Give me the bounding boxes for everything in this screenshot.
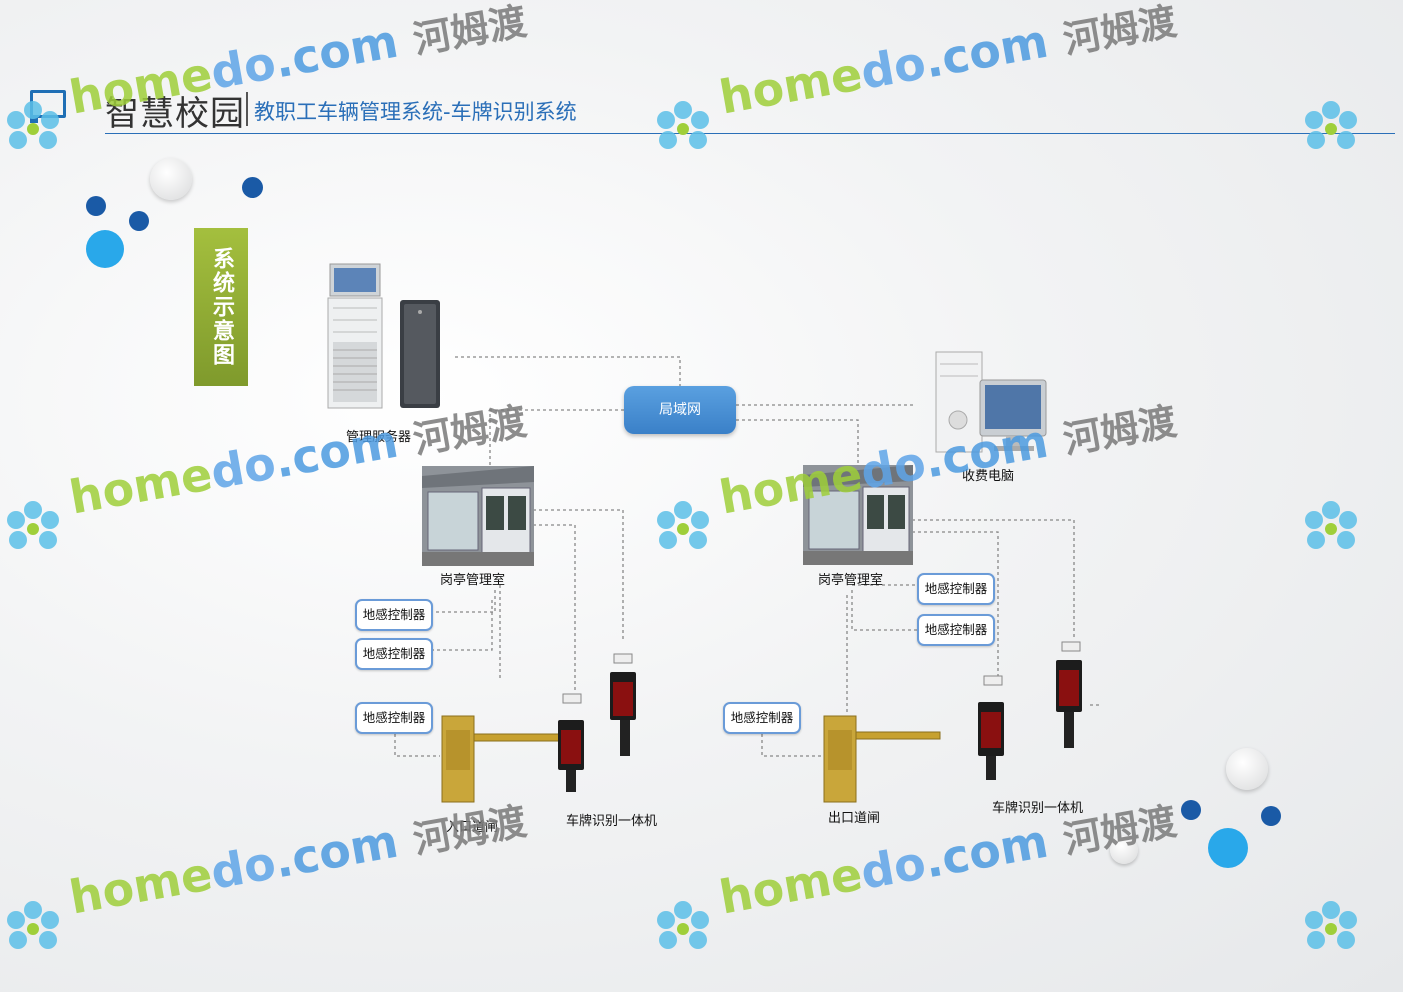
lan-node: 局域网 xyxy=(624,386,736,434)
booth-right-label: 岗亭管理室 xyxy=(818,573,884,588)
watermark-flower-icon xyxy=(7,901,59,949)
watermark-flower-icon xyxy=(7,101,59,149)
booth-right-icon xyxy=(803,465,913,565)
deco-dot xyxy=(1181,800,1201,820)
watermark-flower-icon xyxy=(657,501,709,549)
deco-dot xyxy=(1110,836,1138,864)
watermark-flower-icon xyxy=(1305,501,1357,549)
server-label: 管理服务器 xyxy=(346,430,412,445)
title-divider xyxy=(246,92,248,126)
exit-gate-icon xyxy=(823,715,941,803)
lpr-right-label: 车牌识别一体机 xyxy=(992,801,1084,816)
watermark-flower-icon xyxy=(657,901,709,949)
deco-dot xyxy=(1226,748,1268,790)
sensor-controller: 地感控制器 xyxy=(723,702,801,734)
page-subtitle: 教职工车辆管理系统-车牌识别系统 xyxy=(254,100,577,124)
deco-dot xyxy=(86,230,124,268)
billing-pc-label: 收费电脑 xyxy=(962,469,1015,484)
deco-dot xyxy=(86,196,106,216)
booth-left-icon xyxy=(422,466,534,566)
watermark-flower-icon xyxy=(7,501,59,549)
lpr-unit-right-icon xyxy=(978,641,1082,780)
watermark-flower-icon xyxy=(657,101,709,149)
deco-dot xyxy=(1261,806,1281,826)
lpr-unit-left-icon xyxy=(558,653,636,792)
sensor-controller: 地感控制器 xyxy=(355,702,433,734)
booth-left-label: 岗亭管理室 xyxy=(440,573,506,588)
side-section-label: 系统示意图 xyxy=(194,228,248,386)
deco-dot xyxy=(129,211,149,231)
page-title: 智慧校园 xyxy=(105,94,245,134)
billing-pc-icon xyxy=(935,351,1047,453)
exit-gate-label: 出口道闸 xyxy=(828,811,881,826)
server-icon xyxy=(327,263,440,409)
sensor-controller: 地感控制器 xyxy=(917,614,995,646)
watermark-flower-icon xyxy=(1305,901,1357,949)
entrance-gate-label: 入口道闸 xyxy=(446,820,499,835)
deco-dot xyxy=(1208,828,1248,868)
entrance-gate-icon xyxy=(441,715,563,803)
sensor-controller: 地感控制器 xyxy=(917,573,995,605)
header-rule xyxy=(105,133,1395,134)
sensor-controller: 地感控制器 xyxy=(355,638,433,670)
watermark-flower-icon xyxy=(1305,101,1357,149)
deco-dot xyxy=(242,177,263,198)
deco-dot xyxy=(150,158,192,200)
lpr-left-label: 车牌识别一体机 xyxy=(566,814,658,829)
sensor-controller: 地感控制器 xyxy=(355,599,433,631)
